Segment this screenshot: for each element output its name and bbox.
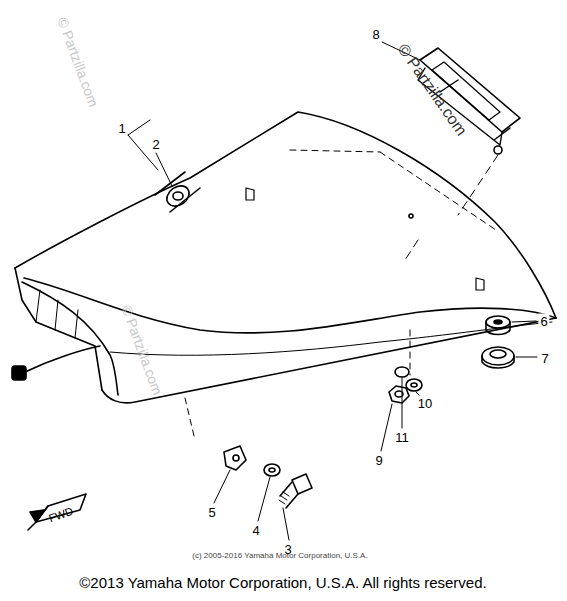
stopper: [482, 347, 514, 365]
callout-number: 10: [416, 396, 434, 411]
assembly-line: [185, 398, 195, 440]
seat-bottom-edge: [102, 318, 556, 403]
seat-outline: [15, 112, 556, 318]
seat-hooks: [246, 188, 484, 290]
seat-cavity-lines: [36, 290, 78, 338]
callout-number: 7: [539, 351, 550, 366]
bolt-head: [292, 474, 312, 494]
callout-number: 5: [206, 505, 217, 520]
grommet-hole: [494, 320, 502, 324]
bolt-shank: [280, 482, 298, 508]
callout-number: 11: [393, 430, 411, 445]
clamp-hole: [233, 455, 239, 461]
seat-front-skirt: [15, 268, 102, 390]
callout-number: 1: [116, 121, 127, 136]
leader-line: [214, 470, 289, 540]
seat-front-inner: [22, 282, 118, 395]
callout-number: 2: [150, 137, 161, 152]
leader-line: [381, 378, 420, 451]
callout-number: 6: [538, 314, 549, 329]
bolt-thread: [279, 492, 289, 504]
assembly-line: [405, 155, 498, 260]
watermark: © Partzilla.com: [55, 15, 100, 108]
hinge-tube: [155, 172, 200, 212]
cable-connector: [12, 366, 26, 380]
nut: [389, 386, 409, 403]
washer-hole: [269, 468, 275, 472]
stopper-body: [482, 356, 514, 368]
washer: [264, 464, 280, 476]
callout-number: 4: [250, 523, 261, 538]
grommet: [486, 316, 510, 328]
callout-number: 8: [370, 27, 381, 42]
stopper-top: [490, 350, 506, 358]
hinge-end: [163, 182, 193, 211]
seat-cable: [25, 346, 100, 372]
fwd-text: FWD: [47, 506, 74, 525]
bracket-nut: [494, 146, 502, 154]
leader-line: [128, 120, 172, 186]
washer-hole: [411, 383, 417, 387]
fwd-arrow: [28, 506, 48, 530]
callout-number: 9: [373, 453, 384, 468]
washer: [406, 379, 422, 391]
copyright-note: (c) 2005-2016 Yamaha Motor Corporation, …: [192, 552, 367, 560]
clamp: [224, 446, 246, 470]
watermark: © Partzilla.com: [395, 41, 470, 138]
leader-line: [512, 321, 537, 357]
seat-hole: [409, 214, 413, 218]
copyright-caption: ©2013 Yamaha Motor Corporation, U.S.A. A…: [79, 575, 486, 590]
watermark: © Partzilla.com: [119, 303, 164, 396]
assembly-line: [410, 330, 411, 375]
fwd-arrow-head: [30, 510, 44, 522]
hinge-hole: [173, 192, 183, 200]
dashed-outline: [290, 150, 496, 230]
lock-washer: [395, 367, 409, 377]
